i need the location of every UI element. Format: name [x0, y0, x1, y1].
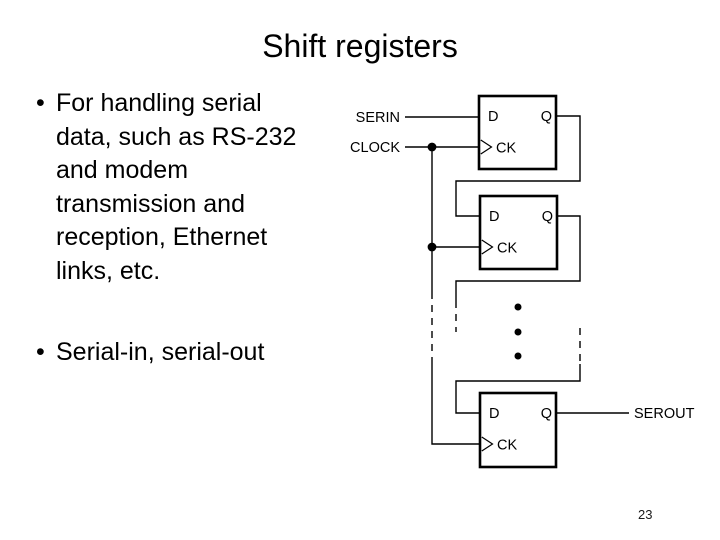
ellipsis-dot [514, 352, 522, 360]
flip-flop-3-box [478, 391, 558, 469]
bullet-marker: • [36, 89, 45, 117]
clock-junction-dot-1 [427, 142, 437, 152]
ellipsis-dot [514, 328, 522, 336]
clock-label: CLOCK [350, 140, 400, 156]
slide-title: Shift registers [262, 28, 458, 64]
clock-edge-triangle-icon [481, 436, 494, 452]
ellipsis-dot [514, 303, 522, 311]
serin-label: SERIN [356, 110, 400, 126]
flip-flop-2-box [478, 194, 559, 271]
flip-flop-1-box [477, 94, 558, 171]
clock-edge-triangle-icon [480, 139, 493, 155]
q2-down-wire [455, 215, 581, 301]
ff2-ck-label: CK [497, 241, 517, 257]
bullet-marker: • [36, 338, 45, 366]
ff3-d-label: D [489, 406, 499, 422]
bullet-2-text: Serial-in, serial-out [56, 338, 265, 366]
ff1-ck-label: CK [496, 141, 516, 157]
clock-junction-dot-2 [427, 242, 437, 252]
ff1-d-label: D [488, 109, 498, 125]
q1-to-d2-wire [455, 115, 581, 217]
bullet-item-2: • Serial-in, serial-out [36, 336, 346, 370]
ff3-q-label: Q [541, 406, 552, 422]
clock-vertical-wire-bottom [431, 364, 480, 445]
into-d3-wire [455, 364, 581, 414]
ff3-ck-label: CK [497, 438, 517, 454]
page-number: 23 [638, 507, 653, 522]
bullet-1-text: For handling serial data, such as RS-232… [56, 89, 297, 285]
clock-edge-triangle-icon [481, 239, 494, 255]
bullet-item-1: • For handling serial data, such as RS-2… [36, 87, 346, 288]
ff2-q-label: Q [542, 209, 553, 225]
ff2-d-label: D [489, 209, 499, 225]
ff1-q-label: Q [541, 109, 552, 125]
serout-label: SEROUT [634, 406, 695, 422]
